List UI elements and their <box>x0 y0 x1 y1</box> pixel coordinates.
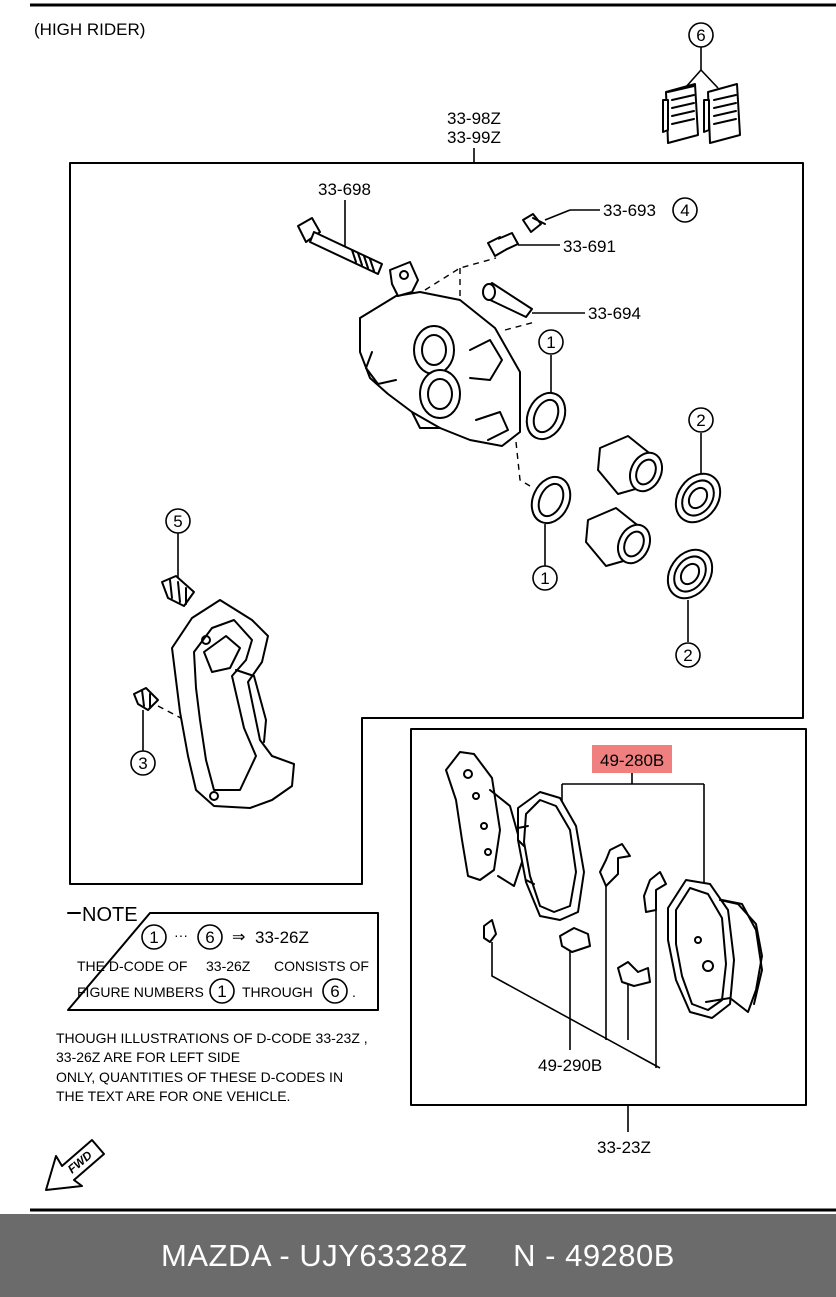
brake-pad-inner-icon <box>517 791 585 921</box>
bleeder-screw-icon <box>487 232 519 257</box>
disclaimer-line-2: 33-26Z ARE FOR LEFT SIDE <box>56 1049 240 1065</box>
note-arrow: ⇒ <box>232 929 245 946</box>
disclaimer-line-4: THE TEXT ARE FOR ONE VEHICLE. <box>56 1088 290 1104</box>
note-title: NOTE <box>82 904 138 926</box>
pin-boot-icon <box>161 575 195 607</box>
fwd-arrow-icon: FWD <box>45 1139 105 1191</box>
circled-number-2-upper: 2 <box>696 411 705 430</box>
dust-boot-upper-icon <box>674 472 722 524</box>
note-dcode: 33-26Z <box>255 928 309 947</box>
bleeder-label: 33-691 <box>563 237 616 256</box>
piston-seal-upper-icon <box>525 391 567 441</box>
retainer-clip-1-icon <box>483 919 497 943</box>
assembly-label-2: 33-99Z <box>447 128 501 147</box>
circled-number-1-lower: 1 <box>540 569 549 588</box>
pad-assembly-label: 33-23Z <box>597 1138 651 1157</box>
anti-squeal-shim-icon-2 <box>703 83 741 144</box>
circled-number-5: 5 <box>173 512 182 531</box>
circled-number-2-lower: 2 <box>683 646 692 665</box>
note-line3-c: . <box>352 984 356 1000</box>
note-line2-c: CONSISTS OF <box>274 958 369 974</box>
wear-indicator-icon <box>599 843 631 887</box>
part-number-footer: MAZDA - UJY63328Z N - 49280B <box>0 1214 836 1297</box>
note-box <box>67 912 379 1011</box>
anti-squeal-shim-icon <box>662 83 699 144</box>
retainer-clip-2-icon <box>559 927 591 953</box>
shim-kit-label: 49-290B <box>538 1056 602 1075</box>
header-note: (HIGH RIDER) <box>34 20 145 39</box>
disclaimer-line-1: THOUGH ILLUSTRATIONS OF D-CODE 33-23Z , <box>56 1030 368 1046</box>
piston-lower-icon <box>585 507 652 567</box>
piston-upper-icon <box>597 435 664 495</box>
caliper-body-icon <box>359 261 521 447</box>
pad-shim-left-icon <box>445 751 525 887</box>
dust-boot-lower-icon <box>666 548 714 600</box>
circled-number-4: 4 <box>680 201 689 220</box>
note-line3-b: THROUGH <box>242 984 313 1000</box>
note-fig-circled-6: 6 <box>330 982 339 1001</box>
pad-kit-highlight <box>592 745 672 773</box>
caliper-bolt-icon <box>297 217 383 275</box>
guide-pin-icon <box>482 282 533 318</box>
caliper-bracket-icon <box>171 599 295 809</box>
circled-number-3: 3 <box>138 754 147 773</box>
circled-number-6-top: 6 <box>696 26 705 45</box>
note-line2-a: THE D-CODE OF <box>77 958 187 974</box>
circled-number-1-upper: 1 <box>546 333 555 352</box>
note-circled-1: 1 <box>149 928 158 947</box>
pin-boot-lower-icon <box>133 687 159 711</box>
pad-clip-right-icon <box>643 871 667 913</box>
note-dots: ··· <box>174 927 188 943</box>
pad-kit-frame <box>410 728 807 1106</box>
guide-pin-label: 33-694 <box>588 304 641 323</box>
brake-pad-outer-icon <box>667 879 763 1019</box>
bolt-label: 33-698 <box>318 180 371 199</box>
pad-kit-label: 49-280B <box>600 751 664 770</box>
piston-seal-lower-icon <box>530 475 572 525</box>
parts-diagram: (HIGH RIDER) 33-98Z 33-99Z 6 33-698 <box>30 3 836 1212</box>
assembly-label-1: 33-98Z <box>447 109 501 128</box>
item-6-top: 6 <box>662 22 741 144</box>
note-fig-circled-1: 1 <box>217 982 226 1001</box>
bleeder-cap-icon <box>522 213 546 233</box>
cap-label: 33-693 <box>603 201 656 220</box>
note-line3-a: FIGURE NUMBERS <box>77 984 204 1000</box>
note-line2-b: 33-26Z <box>206 958 251 974</box>
retainer-clip-3-icon <box>617 961 651 987</box>
note-circled-6: 6 <box>205 928 214 947</box>
disclaimer-line-3: ONLY, QUANTITIES OF THESE D-CODES IN <box>56 1069 343 1085</box>
footer-text: MAZDA - UJY63328Z N - 49280B <box>161 1237 675 1273</box>
caliper-assembly-frame <box>69 162 804 885</box>
